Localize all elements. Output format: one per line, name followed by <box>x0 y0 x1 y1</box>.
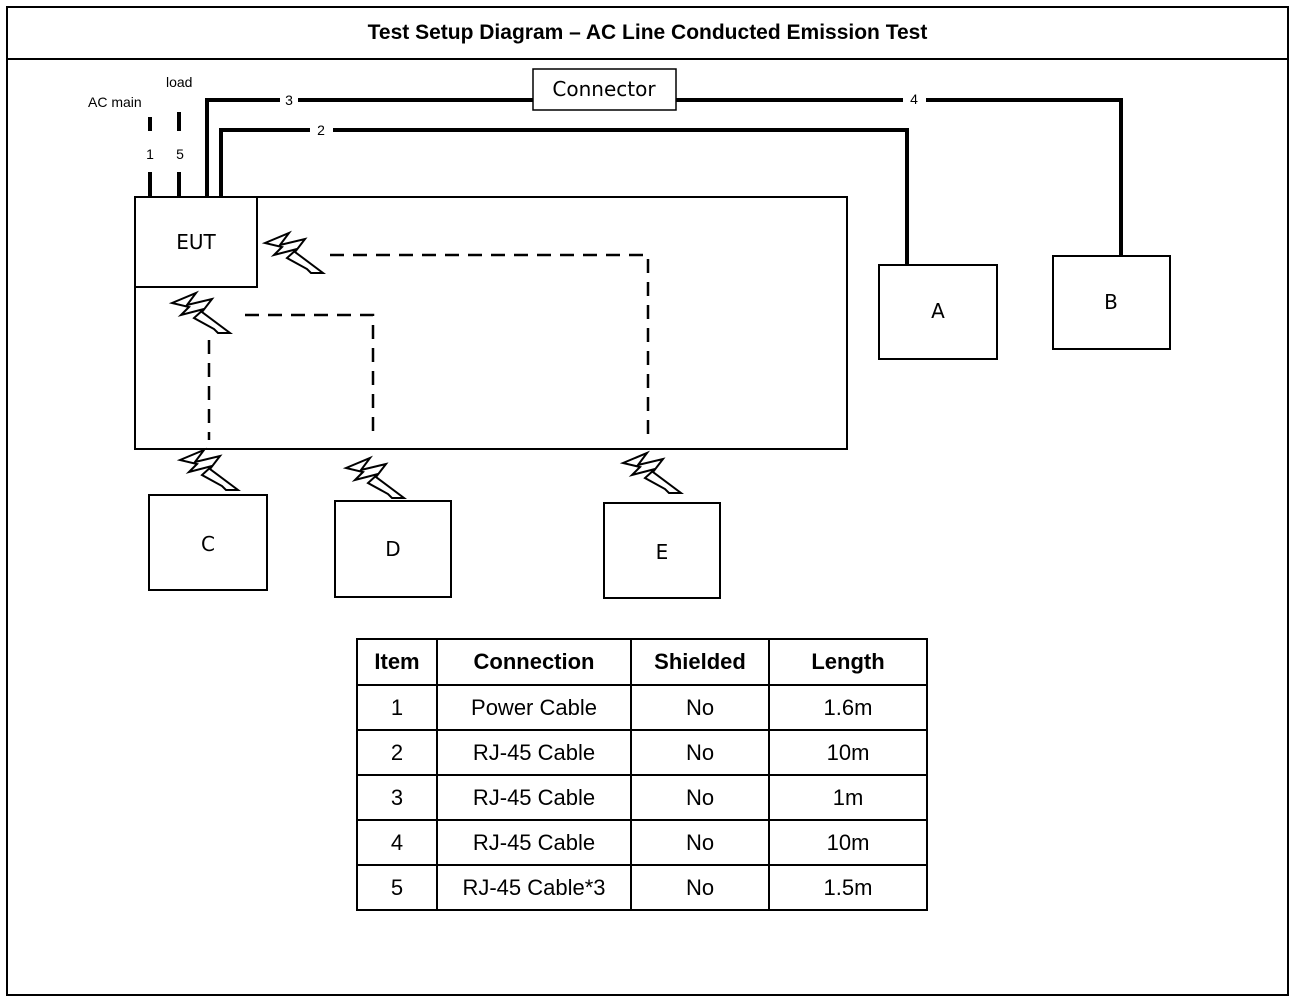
table-row: 3 RJ-45 Cable No 1m <box>356 774 928 821</box>
device-e-label: E <box>656 540 669 564</box>
cell-length: 1m <box>768 774 928 821</box>
line-number-5: 5 <box>176 146 184 162</box>
cell-shielded: No <box>630 774 770 821</box>
col-length: Length <box>768 638 928 686</box>
device-c-label: C <box>201 532 215 556</box>
page-title: Test Setup Diagram – AC Line Conducted E… <box>8 8 1287 60</box>
cell-shielded: No <box>630 819 770 866</box>
cell-connection: RJ-45 Cable <box>436 729 632 776</box>
line-number-1: 1 <box>146 146 154 162</box>
cell-shielded: No <box>630 684 770 731</box>
table-header-row: Item Connection Shielded Length <box>356 638 928 686</box>
eut-box <box>134 196 258 288</box>
col-connection: Connection <box>436 638 632 686</box>
cable-table: Item Connection Shielded Length 1 Power … <box>356 638 928 911</box>
cell-shielded: No <box>630 729 770 776</box>
test-table-outline <box>134 196 848 450</box>
wireless-icon <box>168 290 233 334</box>
cable-2-left <box>219 128 310 197</box>
table-row: 4 RJ-45 Cable No 10m <box>356 819 928 866</box>
device-e-box <box>603 502 721 599</box>
cell-item: 3 <box>356 774 438 821</box>
cell-item: 5 <box>356 864 438 911</box>
wireless-icon <box>619 450 684 494</box>
table-row: 2 RJ-45 Cable No 10m <box>356 729 928 776</box>
table-row: 1 Power Cable No 1.6m <box>356 684 928 731</box>
col-shielded: Shielded <box>630 638 770 686</box>
cell-item: 4 <box>356 819 438 866</box>
cell-item: 2 <box>356 729 438 776</box>
cable-4-right <box>926 98 1123 256</box>
device-a-label: A <box>931 299 945 323</box>
line-number-2: 2 <box>317 122 325 138</box>
cell-connection: Power Cable <box>436 684 632 731</box>
col-item: Item <box>356 638 438 686</box>
line-number-3: 3 <box>285 92 293 108</box>
cable-2-right <box>333 128 909 265</box>
cell-connection: RJ-45 Cable <box>436 774 632 821</box>
cell-length: 10m <box>768 819 928 866</box>
device-c-box <box>148 494 268 591</box>
line-number-4: 4 <box>910 91 918 107</box>
wireless-icon <box>342 455 407 499</box>
wireless-link-e <box>330 253 650 440</box>
wireless-icon <box>261 230 326 274</box>
cell-length: 1.6m <box>768 684 928 731</box>
cell-connection: RJ-45 Cable*3 <box>436 864 632 911</box>
device-b-label: B <box>1104 290 1118 314</box>
device-d-box <box>334 500 452 598</box>
load-label: load <box>166 74 192 90</box>
cell-connection: RJ-45 Cable <box>436 819 632 866</box>
device-a-box <box>878 264 998 360</box>
ac-main-label: AC main <box>88 94 142 110</box>
cell-length: 1.5m <box>768 864 928 911</box>
device-d-label: D <box>385 537 400 561</box>
cell-shielded: No <box>630 864 770 911</box>
cell-length: 10m <box>768 729 928 776</box>
wireless-icon <box>176 447 241 491</box>
cable-3-left <box>205 98 280 197</box>
cell-item: 1 <box>356 684 438 731</box>
wireless-link-d <box>245 313 375 440</box>
table-row: 5 RJ-45 Cable*3 No 1.5m <box>356 864 928 911</box>
eut-label: EUT <box>176 230 216 254</box>
connector-label: Connector <box>552 77 656 101</box>
connector-box <box>532 68 677 111</box>
device-b-box <box>1052 255 1171 350</box>
